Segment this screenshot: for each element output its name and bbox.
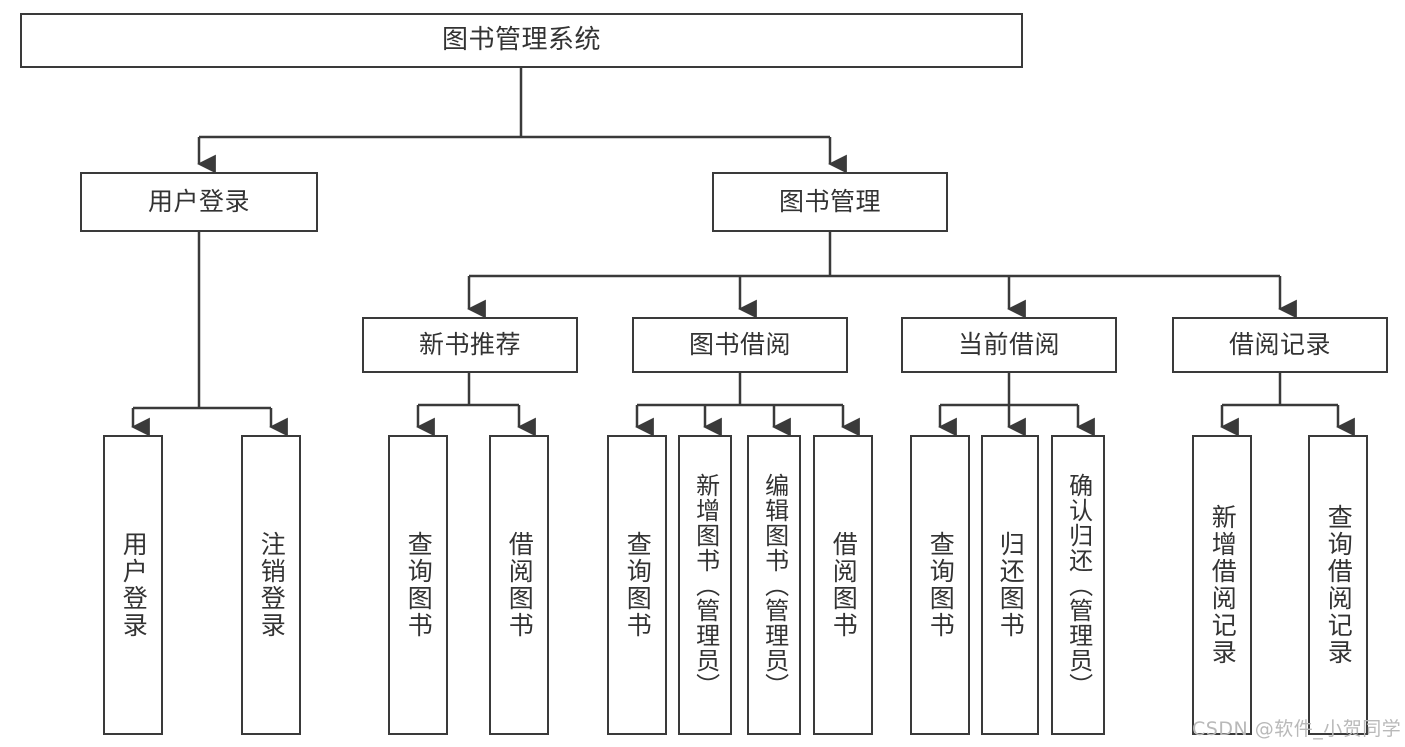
leaf-add-borrow-record[interactable]: 新增借阅记录 [1192, 435, 1252, 735]
node-label: 借阅图书 [505, 531, 535, 639]
node-label: 借阅记录 [1228, 330, 1331, 360]
node-label: 借阅图书 [829, 531, 859, 639]
node-label: 图书管理 [778, 187, 881, 217]
leaf-edit-book-admin[interactable]: 编辑图书（管理员） [747, 435, 801, 735]
node-label: 当前借阅 [957, 330, 1060, 360]
leaf-query-book-recommend[interactable]: 查询图书 [388, 435, 448, 735]
csdn-watermark: CSDN @软件_小贺同学 [1192, 718, 1402, 740]
leaf-logout-login[interactable]: 注销登录 [241, 435, 301, 735]
node-current-borrow[interactable]: 当前借阅 [901, 317, 1117, 373]
node-root-book-management-system[interactable]: 图书管理系统 [20, 13, 1023, 68]
node-new-book-recommend[interactable]: 新书推荐 [362, 317, 578, 373]
node-label: 确认归还（管理员） [1064, 472, 1093, 698]
node-label: 新增借阅记录 [1208, 504, 1238, 666]
node-user-login[interactable]: 用户登录 [80, 172, 318, 232]
leaf-borrow-book-borrow[interactable]: 借阅图书 [813, 435, 873, 735]
leaf-return-book[interactable]: 归还图书 [981, 435, 1039, 735]
leaf-borrow-book-recommend[interactable]: 借阅图书 [489, 435, 549, 735]
node-label: 用户登录 [147, 187, 250, 217]
node-label: 注销登录 [257, 531, 287, 639]
node-book-management[interactable]: 图书管理 [712, 172, 948, 232]
node-label: 查询图书 [926, 531, 956, 639]
leaf-add-book-admin[interactable]: 新增图书（管理员） [678, 435, 732, 735]
leaf-query-book-borrow[interactable]: 查询图书 [607, 435, 667, 735]
leaf-query-book-current[interactable]: 查询图书 [910, 435, 970, 735]
leaf-query-borrow-record[interactable]: 查询借阅记录 [1308, 435, 1368, 735]
leaf-user-login[interactable]: 用户登录 [103, 435, 163, 735]
node-label: 用户登录 [119, 531, 149, 639]
node-label: 新增图书（管理员） [691, 472, 720, 698]
node-label: 图书借阅 [688, 330, 791, 360]
node-book-borrow[interactable]: 图书借阅 [632, 317, 848, 373]
node-label: 新书推荐 [418, 330, 521, 360]
node-label: 图书管理系统 [441, 25, 601, 56]
leaf-confirm-return-admin[interactable]: 确认归还（管理员） [1051, 435, 1105, 735]
node-label: 查询图书 [623, 531, 653, 639]
node-borrow-record[interactable]: 借阅记录 [1172, 317, 1388, 373]
node-label: 归还图书 [996, 531, 1026, 639]
node-label: 查询图书 [404, 531, 434, 639]
node-label: 查询借阅记录 [1324, 504, 1354, 666]
node-label: 编辑图书（管理员） [760, 472, 789, 698]
